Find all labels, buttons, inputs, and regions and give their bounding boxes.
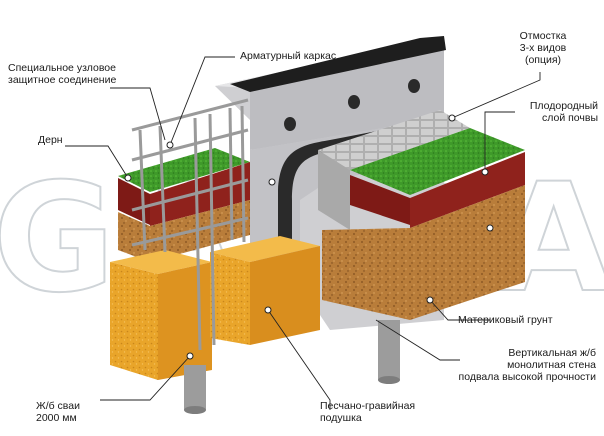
- wall-hole: [348, 95, 360, 109]
- label-special-joint: Специальное узловое защитное соединение: [8, 62, 117, 86]
- right-soil-block: [322, 128, 525, 320]
- sand-gravel-cushion: [110, 236, 320, 380]
- label-sand-gravel: Песчано-гравийная подушка: [320, 400, 416, 424]
- marker-dots: [124, 114, 494, 360]
- blind-area-paving: [318, 110, 470, 170]
- label-armature: Арматурный каркас: [240, 50, 337, 62]
- left-soil-block: [118, 148, 250, 262]
- label-blind-area: Отмостка 3-х видов (опция): [519, 30, 567, 66]
- label-wall: Вертикальная ж/б монолитная стена подвал…: [458, 347, 596, 383]
- label-turf: Дерн: [38, 134, 63, 146]
- wall-hole: [284, 117, 296, 131]
- label-piles: Ж/б сваи 2000 мм: [36, 400, 80, 424]
- leader-lines: [65, 56, 541, 410]
- concrete-piles: [184, 320, 400, 414]
- wall-hole: [408, 79, 420, 93]
- label-native-soil: Материковый грунт: [458, 314, 553, 326]
- waterproofing-layer: [278, 118, 444, 240]
- rebar-cage: [131, 98, 249, 351]
- label-fertile-soil: Плодородный слой почвы: [529, 100, 598, 124]
